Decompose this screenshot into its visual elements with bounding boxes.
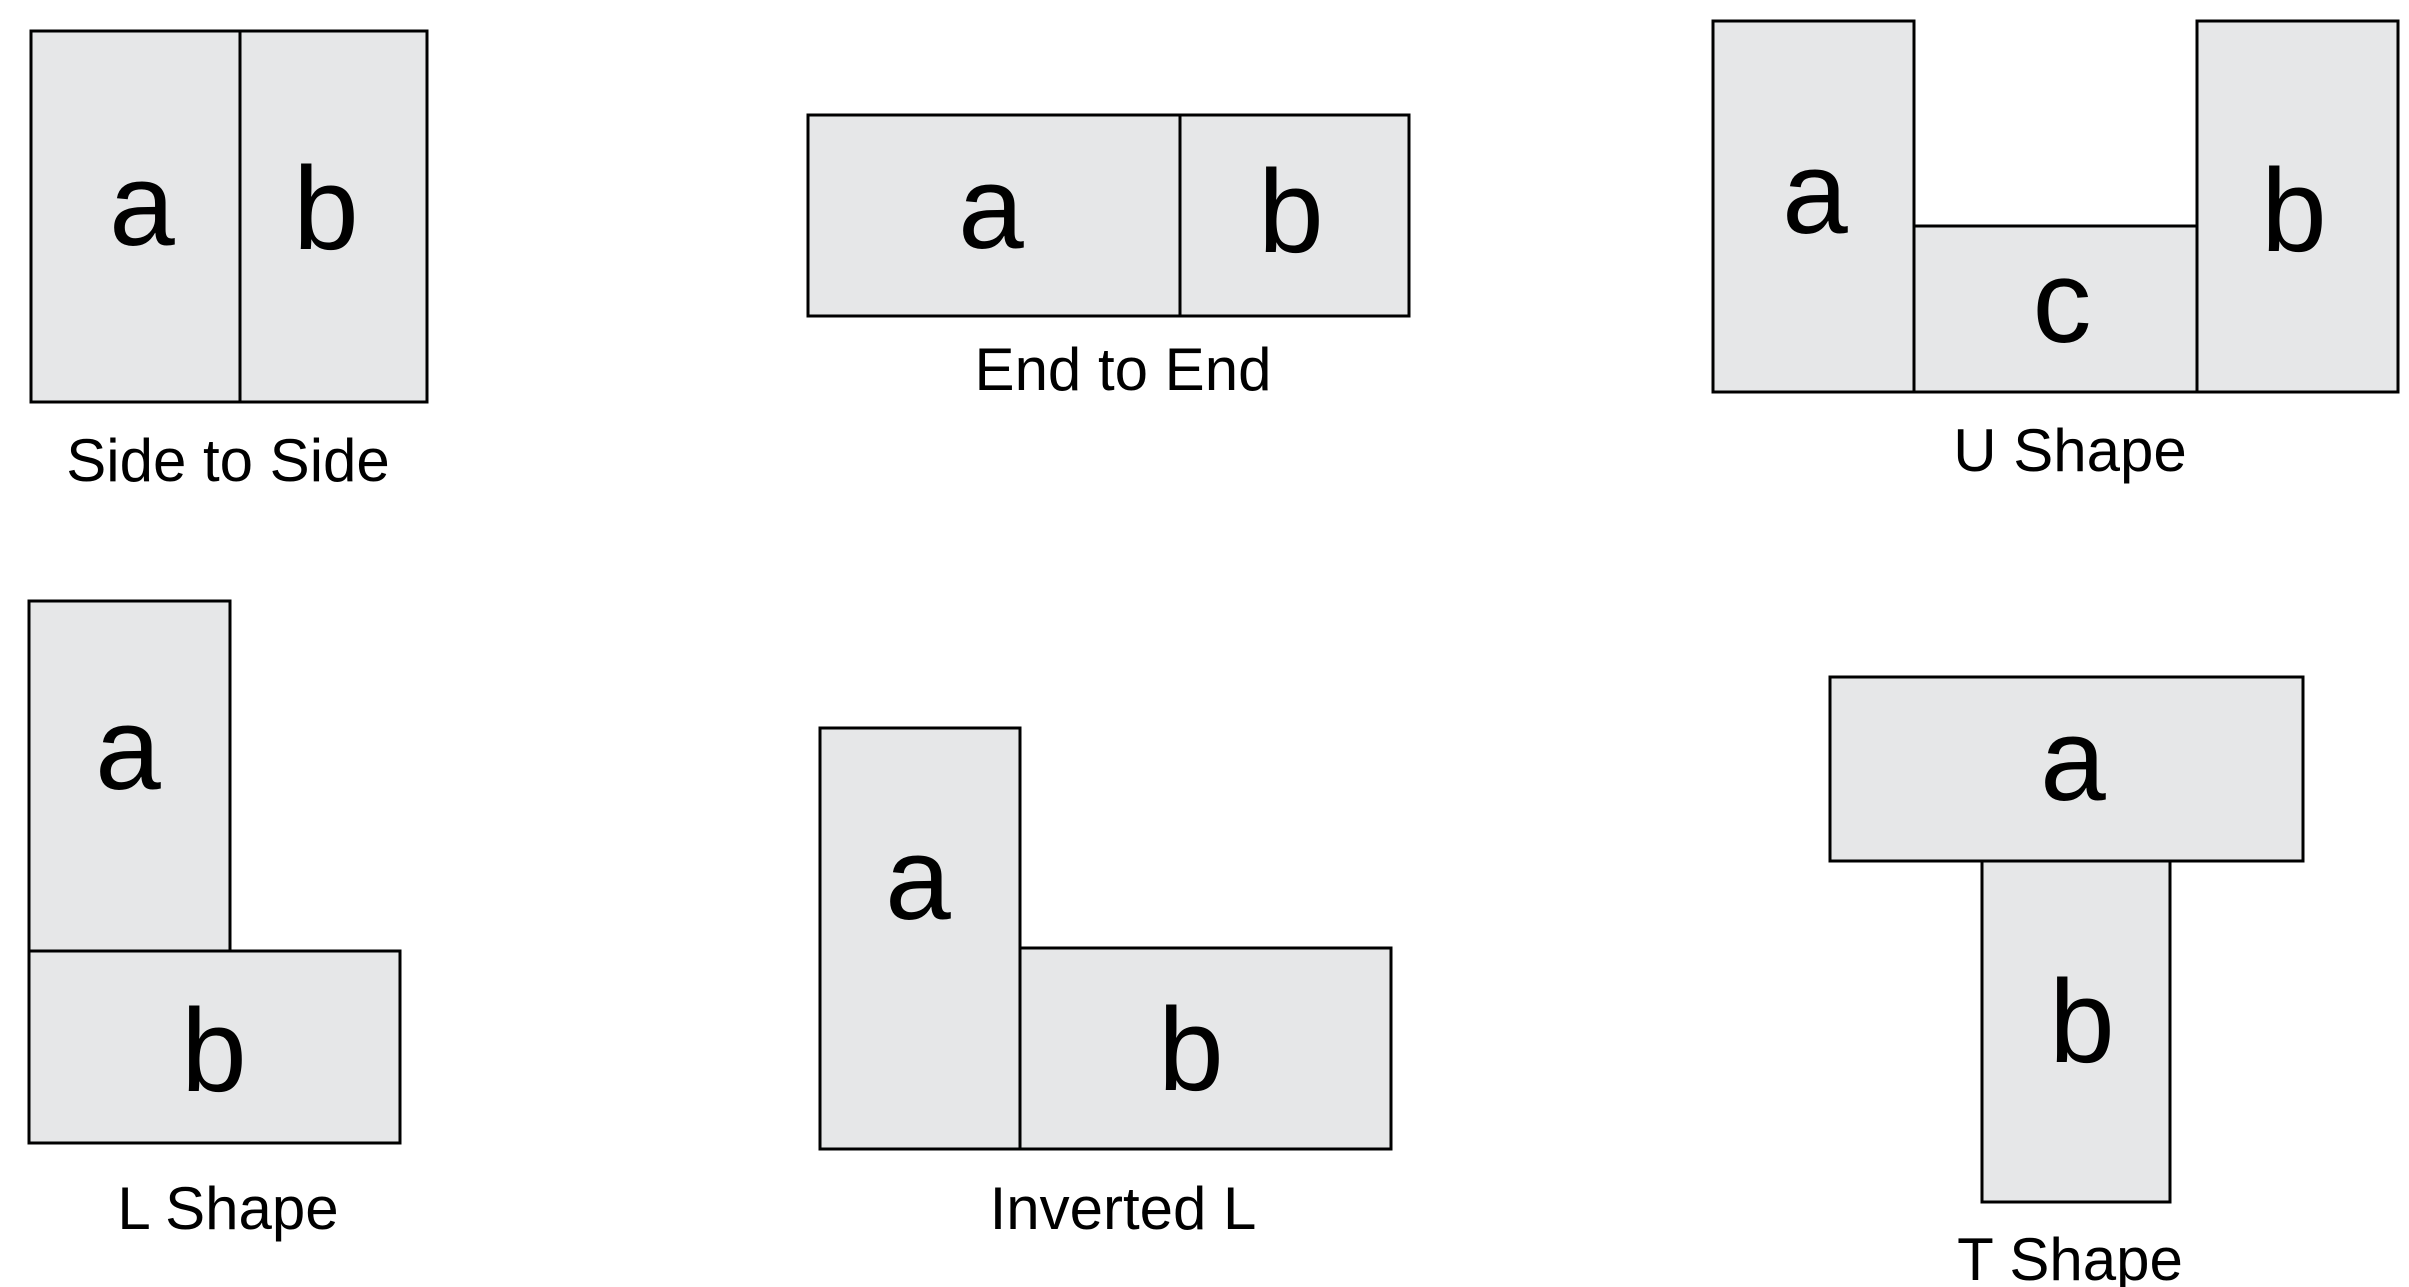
piece-b-box xyxy=(1178,113,1411,318)
piece-a-label: a xyxy=(885,813,951,945)
piece-a-label: a xyxy=(2040,694,2106,826)
layout-u-shape: a c b U Shape xyxy=(1711,19,2400,484)
piece-b-label: b xyxy=(293,143,359,275)
piece-a-label: a xyxy=(109,139,175,271)
layout-caption: Side to Side xyxy=(66,427,390,494)
layout-caption: T Shape xyxy=(1957,1226,2183,1287)
piece-a-label: a xyxy=(1782,127,1848,259)
piece-b-label: b xyxy=(181,985,247,1117)
piece-b-box xyxy=(2195,19,2400,394)
piece-b-box xyxy=(1980,859,2172,1204)
layout-caption: U Shape xyxy=(1953,417,2187,484)
layout-caption: L Shape xyxy=(117,1175,338,1242)
piece-a-box xyxy=(1828,675,2305,863)
piece-a-box xyxy=(818,726,1022,1151)
piece-a-box xyxy=(1711,19,1916,394)
piece-b-label: b xyxy=(2049,956,2115,1088)
piece-b-label: b xyxy=(1258,146,1324,278)
layout-l-shape: a b L Shape xyxy=(27,599,402,1242)
piece-a-box xyxy=(806,113,1182,318)
piece-a-label: a xyxy=(95,683,161,815)
piece-a-box xyxy=(27,599,232,953)
layout-side-to-side: a b Side to Side xyxy=(29,29,429,494)
piece-b-box xyxy=(238,29,429,404)
layout-inverted-l: a b Inverted L xyxy=(818,726,1393,1242)
layout-end-to-end: a b End to End xyxy=(806,113,1411,403)
piece-b-box xyxy=(27,949,402,1145)
layout-caption: End to End xyxy=(975,336,1272,403)
piece-a-box xyxy=(29,29,242,404)
layout-t-shape: a b T Shape xyxy=(1828,675,2305,1287)
piece-c-label: c xyxy=(2033,236,2092,368)
piece-b-label: b xyxy=(2261,145,2327,277)
piece-c-box xyxy=(1912,224,2199,394)
piece-b-label: b xyxy=(1158,984,1224,1116)
layout-caption: Inverted L xyxy=(990,1175,1257,1242)
piece-a-label: a xyxy=(958,142,1024,274)
piece-b-box xyxy=(1018,946,1393,1151)
